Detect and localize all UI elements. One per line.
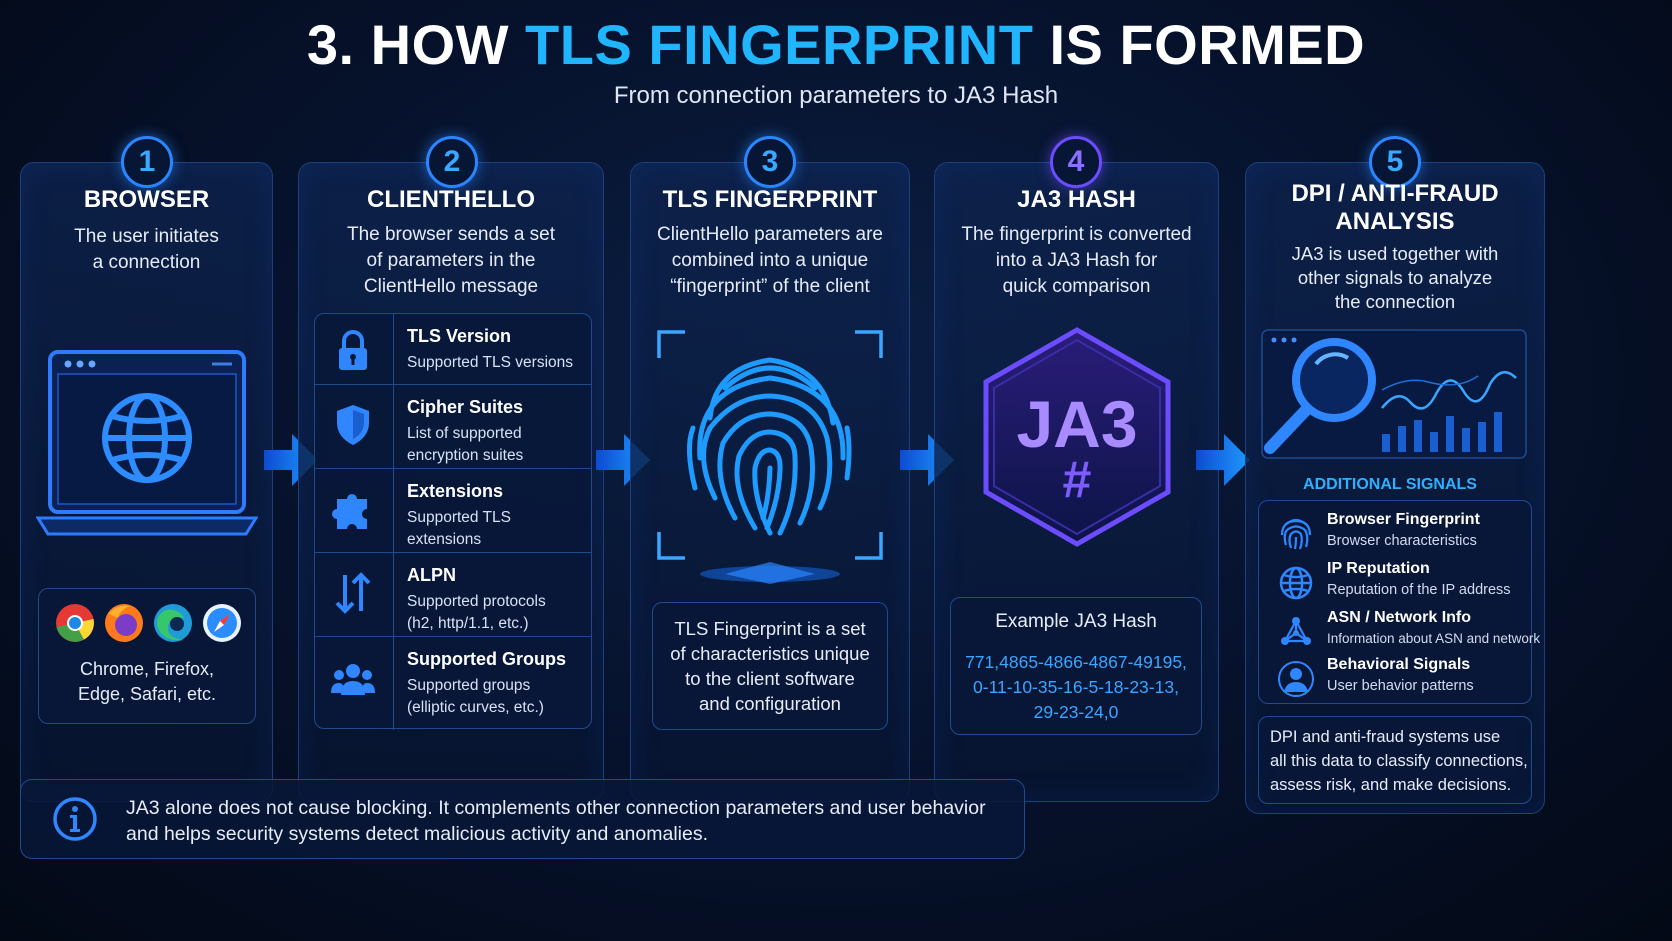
step-3-description: ClientHello parameters are combined into… xyxy=(657,224,883,297)
step-3-badge: 3 xyxy=(744,136,796,188)
step-1-description: The user initiates a connection xyxy=(74,226,219,273)
puzzle-icon xyxy=(332,493,367,529)
info-icon xyxy=(53,797,97,841)
up-down-arrows-icon xyxy=(335,572,371,614)
signals-list: Browser Fingerprint Browser characterist… xyxy=(1258,500,1540,706)
step-5-badge: 5 xyxy=(1369,136,1421,188)
magnifier-analytics-icon xyxy=(1261,329,1527,459)
signal-browser-fingerprint: Browser Fingerprint Browser characterist… xyxy=(1259,509,1531,561)
safari-icon xyxy=(203,604,241,642)
signal-asn-network: ASN / Network Info Information about ASN… xyxy=(1259,607,1540,659)
ja3-hex-symbol: # xyxy=(1062,451,1092,509)
step-3-title: TLS FINGERPRINT xyxy=(662,186,878,213)
signal-behavioral: Behavioral Signals User behavior pattern… xyxy=(1259,654,1531,706)
firefox-icon xyxy=(105,604,143,642)
network-icon xyxy=(1281,617,1311,645)
arrow-right-icon xyxy=(1196,434,1250,486)
shield-icon xyxy=(337,405,369,445)
browsers-caption: Chrome, Firefox, Edge, Safari, etc. xyxy=(77,659,217,704)
chrome-icon xyxy=(56,604,94,642)
user-icon xyxy=(1278,661,1314,697)
fingerprint-note xyxy=(652,602,888,730)
step-5-title: DPI / ANTI-FRAUD ANALYSIS xyxy=(1291,180,1499,235)
clienthello-params-list: TLS Version Supported TLS versions Ciphe… xyxy=(314,313,592,730)
lock-icon xyxy=(339,330,367,370)
signal-ip-reputation: IP Reputation Reputation of the IP addre… xyxy=(1259,558,1531,610)
step-4-badge: 4 xyxy=(1050,136,1102,188)
step-5-panel xyxy=(1245,162,1545,814)
edge-icon xyxy=(154,604,192,642)
step-1-title: BROWSER xyxy=(83,186,210,213)
step-2-badge: 2 xyxy=(426,136,478,188)
step-5-description: JA3 is used together with other signals … xyxy=(1291,243,1499,312)
title-suffix: IS FORMED xyxy=(1033,13,1366,76)
step-2-title: CLIENTHELLO xyxy=(367,186,535,213)
param-alpn: ALPN Supported protocols(h2, http/1.1, e… xyxy=(315,552,591,636)
info-footer xyxy=(20,779,1025,859)
dpi-summary-text: DPI and anti-fraud systems use all this … xyxy=(1270,728,1528,794)
example-hash-box xyxy=(950,597,1202,735)
param-supported-groups: Supported Groups Supported groups(ellipt… xyxy=(315,636,591,730)
users-icon xyxy=(331,664,375,695)
globe-icon xyxy=(1279,566,1313,600)
ja3-hexagon-icon xyxy=(983,327,1171,547)
example-hash-value: 771,4865-4866-4867-49195, 0-11-10-35-16-… xyxy=(965,652,1187,722)
ja3-hex-text: JA3 xyxy=(1016,387,1138,461)
step-4-description: The fingerprint is converted into a JA3 … xyxy=(961,224,1192,297)
browser-logos xyxy=(56,604,241,642)
param-tls-version: TLS Version Supported TLS versions xyxy=(315,314,591,384)
example-hash-label: Example JA3 Hash xyxy=(995,611,1157,632)
step-2-description: The browser sends a set of parameters in… xyxy=(346,224,556,297)
step-1-badge: 1 xyxy=(121,136,173,188)
title-prefix: 3. HOW xyxy=(306,13,526,76)
fingerprint-icon xyxy=(657,330,883,584)
fingerprint-note-text: TLS Fingerprint is a set of characterist… xyxy=(670,618,870,714)
additional-signals-label: ADDITIONAL SIGNALS xyxy=(1303,476,1477,493)
laptop-globe-icon xyxy=(36,350,258,536)
step-4-title: JA3 HASH xyxy=(1017,186,1136,213)
dpi-summary-box xyxy=(1258,716,1532,804)
fingerprint-icon xyxy=(1280,518,1312,550)
page-subtitle: From connection parameters to JA3 Hash xyxy=(613,82,1059,109)
info-footer-text: JA3 alone does not cause blocking. It co… xyxy=(126,797,986,845)
page-title: 3. HOW TLS FINGERPRINT IS FORMED xyxy=(0,12,1672,77)
title-accent: TLS FINGERPRINT xyxy=(525,13,1034,76)
